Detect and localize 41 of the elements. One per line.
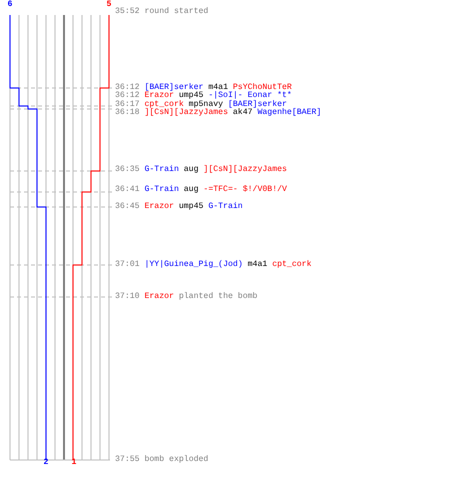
event-text: planted the bomb <box>178 292 258 302</box>
weapon-name: aug <box>184 185 199 195</box>
player-name: ][CsN][JazzyJames <box>203 165 287 175</box>
player-name: Erazor <box>144 91 174 100</box>
timestamp: 36:35 <box>115 165 140 175</box>
weapon-name: ump45 <box>178 91 204 100</box>
player-name: G-Train <box>144 165 179 175</box>
weapon-name: m4a1 <box>248 260 268 270</box>
timestamp: 37:01 <box>115 260 140 270</box>
player-name: PsYChoNutTeR <box>232 83 292 92</box>
player-name: G-Train <box>144 185 179 195</box>
player-name: [BAER]serker <box>228 100 287 109</box>
player-name: Erazor <box>144 292 174 302</box>
timestamp: 36:18 <box>115 108 140 118</box>
team-count: 5 <box>106 0 112 10</box>
player-name: [BAER]serker <box>144 83 204 92</box>
timestamp: 37:55 <box>115 455 140 465</box>
player-name: G-Train <box>208 202 243 212</box>
weapon-name: ump45 <box>178 202 204 212</box>
timestamp: 35:52 <box>115 7 140 17</box>
player-name: |YY|Guinea_Pig_(Jod) <box>144 260 243 270</box>
event-text: round started <box>144 7 208 17</box>
player-name: Erazor <box>144 202 174 212</box>
player-name: cpt_cork <box>144 100 184 109</box>
player-name: Wagenhe[BAER] <box>257 108 322 118</box>
player-name: -=TFC=- $!/V0B!/V <box>203 185 287 195</box>
player-name: ][CsN][JazzyJames <box>144 108 228 118</box>
weapon-name: mp5navy <box>188 100 224 109</box>
timestamp: 36:41 <box>115 185 140 195</box>
timestamp: 36:17 <box>115 100 140 109</box>
player-name: -|SoI|- Eonar *t* <box>208 91 292 100</box>
event-text: bomb exploded <box>144 455 208 465</box>
weapon-name: ak47 <box>232 108 253 118</box>
timestamp: 36:12 <box>115 91 140 100</box>
timestamp: 36:45 <box>115 202 140 212</box>
timestamp: 37:10 <box>115 292 140 302</box>
timestamp: 36:12 <box>115 83 140 92</box>
weapon-name: aug <box>184 165 199 175</box>
team-count: 6 <box>8 0 12 10</box>
player-name: cpt_cork <box>272 260 312 270</box>
weapon-name: m4a1 <box>208 83 228 92</box>
